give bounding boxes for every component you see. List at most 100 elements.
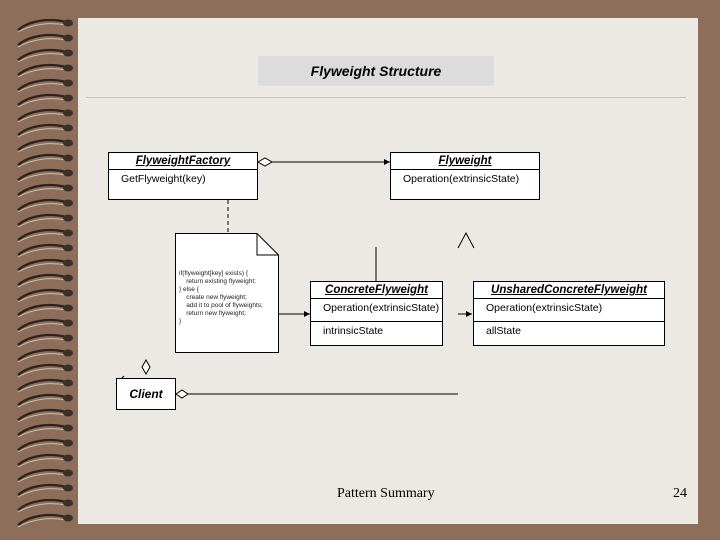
pseudocode-note-text: if(flyweight[key] exists) { return exist… [179,270,263,326]
unshared-concrete-flyweight-name: UnsharedConcreteFlyweight [474,282,664,299]
flyweight-factory-class: FlyweightFactory GetFlyweight(key) [108,152,258,200]
note-line: create new flyweight; [179,294,247,301]
note-line: } [179,318,182,325]
binding-ring [17,154,67,166]
flyweight-arrowhead [384,159,390,165]
binding-hole [63,379,73,387]
binding-hole [63,109,73,117]
binding-hole [63,484,73,492]
binding-ring [17,139,67,151]
binding-ring [17,259,67,271]
binding-hole [63,364,73,372]
slide-title: Flyweight Structure [258,56,494,86]
binding-ring-highlight [17,113,67,123]
binding-hole [63,319,73,327]
factory-aggregation-diamond [256,157,274,167]
binding-ring-highlight [17,293,67,303]
flyweight-name: Flyweight [391,153,539,170]
binding-ring [17,304,67,316]
binding-ring [17,229,67,241]
binding-ring-highlight [17,503,67,513]
binding-ring [17,439,67,451]
binding-ring [17,184,67,196]
note-line: if(flyweight[key] exists) { [179,270,248,277]
binding-ring [17,364,67,376]
inheritance-triangle [457,231,475,249]
binding-hole [63,454,73,462]
spiral-binding [17,19,73,528]
binding-ring [17,454,67,466]
binding-ring [17,109,67,121]
flyweight-factory-name: FlyweightFactory [109,153,257,170]
binding-ring-highlight [17,23,67,33]
binding-ring-highlight [17,128,67,138]
binding-ring-highlight [17,218,67,228]
flyweight-factory-operation: GetFlyweight(key) [121,173,206,185]
binding-ring [17,349,67,361]
note-line: } else { [179,286,199,293]
binding-ring [17,319,67,331]
binding-ring-highlight [17,413,67,423]
pseudocode-note [175,233,279,353]
binding-ring [17,199,67,211]
binding-hole [63,124,73,132]
binding-ring [17,469,67,481]
binding-hole [63,244,73,252]
binding-ring [17,214,67,226]
binding-ring-highlight [17,83,67,93]
binding-hole [63,154,73,162]
client-class: Client [116,378,176,410]
binding-ring-highlight [17,443,67,453]
binding-ring [17,409,67,421]
binding-hole [63,19,73,27]
unshared-arrowhead [466,311,472,317]
binding-ring [17,274,67,286]
binding-hole [63,334,73,342]
binding-hole [63,199,73,207]
binding-ring-highlight [17,173,67,183]
binding-ring [17,19,67,31]
concrete-flyweight-class: ConcreteFlyweight Operation(extrinsicSta… [310,281,443,346]
binding-ring-highlight [17,143,67,153]
binding-ring-highlight [17,248,67,258]
binding-ring-highlight [17,323,67,333]
binding-ring-highlight [17,338,67,348]
note-line: add it to pool of flyweights; [179,302,263,309]
binding-ring-highlight [17,188,67,198]
binding-hole [63,169,73,177]
binding-ring [17,124,67,136]
binding-ring-highlight [17,233,67,243]
binding-ring-highlight [17,308,67,318]
binding-ring [17,244,67,256]
binding-hole [63,139,73,147]
binding-hole [63,304,73,312]
binding-ring-highlight [17,98,67,108]
binding-ring [17,499,67,511]
concrete-flyweight-attribute: intrinsicState [311,321,442,344]
binding-ring [17,514,67,526]
unshared-concrete-flyweight-class: UnsharedConcreteFlyweight Operation(extr… [473,281,665,346]
unshared-concrete-flyweight-operation: Operation(extrinsicState) [486,302,603,314]
binding-ring-highlight [17,68,67,78]
binding-hole [63,469,73,477]
binding-ring [17,334,67,346]
flyweight-operation: Operation(extrinsicState) [403,173,520,185]
binding-ring [17,79,67,91]
concrete-flyweight-operation: Operation(extrinsicState) [323,302,440,314]
binding-ring-highlight [17,473,67,483]
binding-hole [63,229,73,237]
page-number: 24 [673,486,687,501]
concrete-arrowhead [304,311,310,317]
binding-ring-highlight [17,383,67,393]
binding-ring [17,49,67,61]
binding-hole [63,214,73,222]
binding-hole [63,409,73,417]
binding-ring-highlight [17,353,67,363]
binding-ring [17,394,67,406]
binding-hole [63,424,73,432]
binding-ring-highlight [17,428,67,438]
binding-ring [17,289,67,301]
binding-ring [17,484,67,496]
binding-ring-highlight [17,368,67,378]
